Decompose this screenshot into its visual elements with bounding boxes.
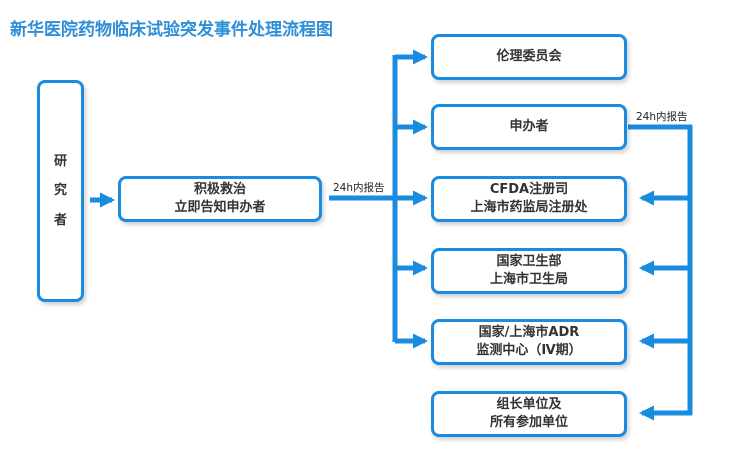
sponsor-label: 申办者: [509, 119, 549, 135]
rescue-line: 积极救治: [193, 182, 246, 198]
cfda-box: CFDA注册司 上海市药监局注册处: [431, 176, 627, 222]
health-ministry-box: 国家卫生部 上海市卫生局: [431, 248, 627, 294]
health-ministry-line: 国家卫生部: [496, 254, 562, 270]
report-label-right: 24h内报告: [636, 111, 688, 123]
adr-center-line: 监测中心（Ⅳ期）: [476, 343, 582, 358]
researcher-char: 究: [53, 183, 67, 199]
researcher-char: 研: [53, 153, 67, 169]
ethics-committee-label: 伦理委员会: [496, 49, 562, 65]
researcher-box: 研 究 者: [37, 80, 84, 302]
sponsor-box: 申办者: [431, 104, 627, 150]
health-ministry-line: 上海市卫生局: [489, 272, 568, 287]
cfda-line: 上海市药监局注册处: [470, 200, 588, 215]
participating-units-line: 所有参加单位: [489, 415, 568, 430]
ethics-committee-box: 伦理委员会: [431, 34, 627, 80]
cfda-line: CFDA注册司: [489, 182, 569, 198]
rescue-box: 积极救治 立即告知申办者: [118, 176, 322, 222]
rescue-line: 立即告知申办者: [174, 200, 266, 215]
page-title: 新华医院药物临床试验突发事件处理流程图: [10, 20, 333, 40]
participating-units-line: 组长单位及: [496, 397, 562, 413]
researcher-char: 者: [53, 212, 67, 228]
adr-center-line: 国家/上海市ADR: [478, 325, 580, 341]
report-label-left: 24h内报告: [333, 182, 385, 194]
adr-center-box: 国家/上海市ADR 监测中心（Ⅳ期）: [431, 319, 627, 365]
participating-units-box: 组长单位及 所有参加单位: [431, 391, 627, 437]
